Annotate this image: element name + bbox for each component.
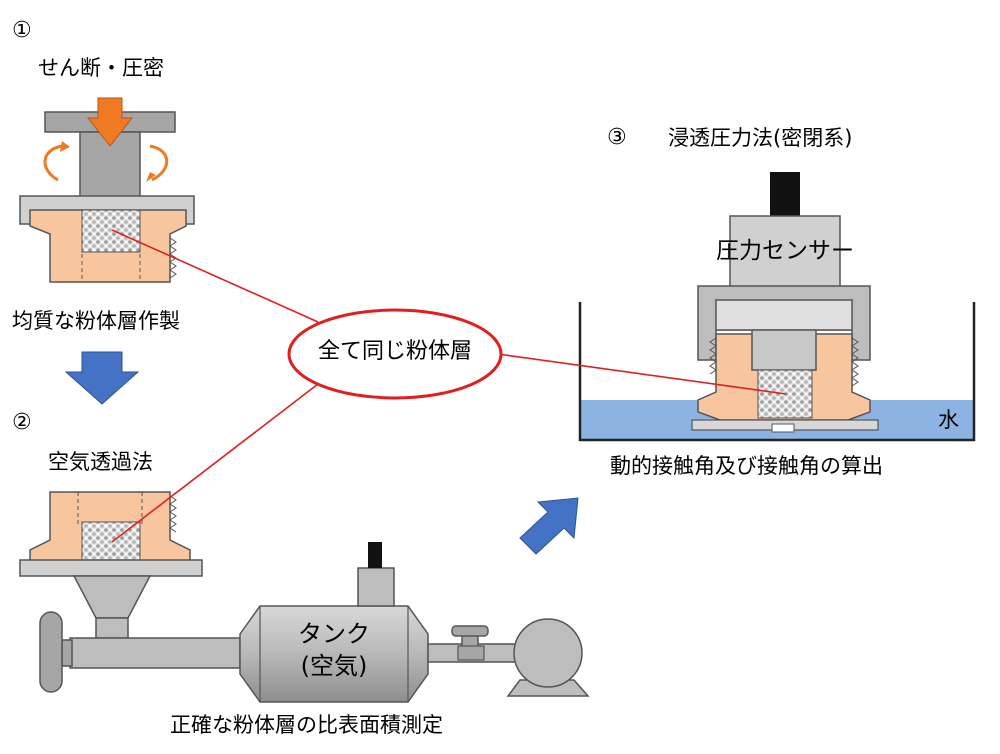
pressure-sensor-label: 圧力センサー (716, 238, 854, 264)
rotation-arrowhead-right-icon (146, 172, 156, 182)
compaction-arrow (86, 97, 134, 147)
valve-handwheel (39, 611, 63, 693)
connector-to-step3 (497, 353, 787, 395)
thread-marks-2 (169, 495, 177, 533)
housing-inner (715, 299, 853, 331)
water-label: 水 (938, 408, 959, 432)
step3-caption: 動的接触角及び接触角の算出 (610, 454, 883, 478)
permeability-base-plate (19, 559, 203, 577)
cell-piston (751, 329, 817, 371)
funnel-neck (95, 617, 129, 639)
pressure-sensor-box (729, 215, 841, 289)
step1-title: せん断・圧密 (38, 56, 164, 80)
step3-title: 浸透圧力法(密閉系) (668, 126, 853, 150)
valve-stem-left (61, 639, 73, 667)
connector-to-step1 (111, 229, 319, 323)
step2-caption: 正確な粉体層の比表面積測定 (170, 713, 443, 737)
step2-number: ② (12, 410, 32, 435)
water-container (578, 302, 976, 442)
center-callout-text: 全て同じ粉体層 (317, 339, 472, 364)
powder-bed-1 (81, 209, 141, 253)
permeation-pressure-apparatus (578, 172, 976, 442)
tank-label-line2: (空気) (300, 652, 368, 680)
thread-marks-3 (851, 337, 859, 387)
flow-arrow-diagonal-icon (519, 497, 579, 555)
flow-arrow-down-icon (64, 351, 140, 405)
rotation-arrowhead-left-icon (60, 141, 70, 152)
tank-label-line1: タンク (298, 620, 370, 648)
cell-bottom-port (771, 423, 795, 433)
tank-gauge-body (357, 567, 395, 607)
pump-base (506, 679, 590, 697)
thread-marks-4 (709, 337, 717, 375)
air-pipe (69, 637, 241, 669)
air-pump (513, 618, 583, 688)
connector-to-step2 (111, 383, 319, 543)
sensor-cable (770, 172, 800, 218)
rotation-arrow-left-icon (43, 144, 63, 182)
rotation-arrow-right-icon (149, 144, 169, 182)
air-permeability-apparatus (19, 491, 590, 703)
air-funnel (72, 575, 152, 619)
air-tank (239, 605, 429, 703)
step2-title: 空気透過法 (48, 450, 153, 474)
step3-number: ③ (607, 125, 627, 150)
center-callout-ellipse (287, 308, 503, 400)
valve-handle-right (451, 625, 489, 637)
step1-number: ① (12, 18, 32, 43)
step1-caption: 均質な粉体層作製 (12, 309, 180, 333)
valve-body-right (457, 645, 485, 661)
shear-compaction-apparatus (19, 97, 195, 283)
tank-gauge-top (368, 542, 382, 568)
